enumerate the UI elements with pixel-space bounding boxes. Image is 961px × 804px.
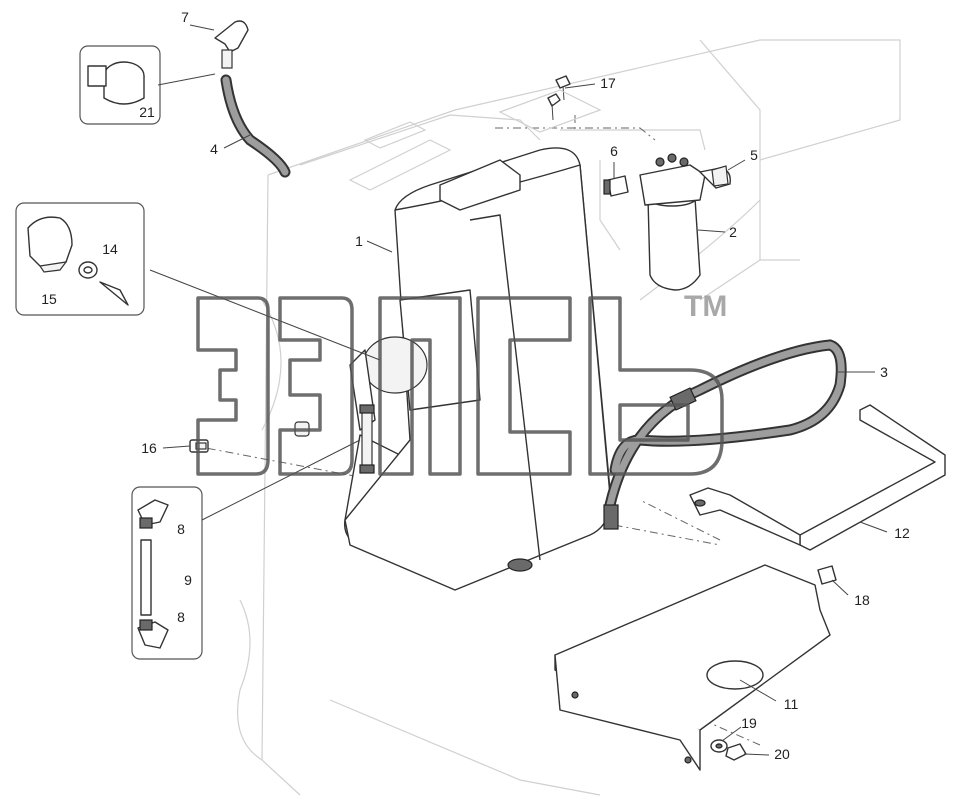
callout-4: 4 — [210, 141, 218, 157]
tank-drain — [507, 558, 533, 572]
bolts-17 — [498, 75, 602, 133]
callout-18: 18 — [854, 592, 870, 608]
elbow-7 — [214, 20, 249, 69]
trademark-mark: TM — [684, 290, 727, 323]
detail-box-8-9 — [131, 486, 203, 660]
bracket-12 — [689, 404, 946, 551]
fitting-6 — [603, 175, 629, 197]
filter — [639, 153, 706, 291]
callout-9: 9 — [184, 572, 192, 588]
nut-20 — [725, 743, 747, 761]
callout-1: 1 — [355, 233, 363, 249]
tank-filler-cap — [362, 336, 428, 394]
callout-14: 14 — [102, 241, 118, 257]
callout-21: 21 — [139, 104, 155, 120]
callout-7: 7 — [181, 9, 189, 25]
callout-19: 19 — [741, 715, 757, 731]
callout-15: 15 — [41, 291, 57, 307]
callout-16: 16 — [141, 440, 157, 456]
callout-3: 3 — [880, 364, 888, 380]
bolt-18 — [817, 565, 837, 585]
washer-19 — [710, 739, 728, 753]
callout-17: 17 — [600, 75, 616, 91]
callout-20: 20 — [774, 746, 790, 762]
detail-box-14-15 — [15, 202, 145, 316]
bracket-11 — [554, 564, 831, 771]
ghost-frame — [237, 39, 901, 796]
callout-12: 12 — [894, 525, 910, 541]
leader-lines — [149, 24, 888, 756]
callout-8-top: 8 — [177, 521, 185, 537]
watermark: TM — [196, 290, 727, 476]
detail-box-21 — [79, 45, 161, 125]
callout-labels: 1 2 3 4 5 6 7 8 8 9 11 12 14 15 16 17 18… — [41, 9, 910, 762]
callout-6: 6 — [610, 143, 618, 159]
callout-11: 11 — [784, 696, 799, 712]
callout-2: 2 — [729, 224, 737, 240]
level-tube — [359, 404, 375, 474]
callout-5: 5 — [750, 147, 758, 163]
elbow-5 — [699, 165, 731, 189]
hose-4 — [220, 74, 291, 178]
callout-8-bottom: 8 — [177, 609, 185, 625]
